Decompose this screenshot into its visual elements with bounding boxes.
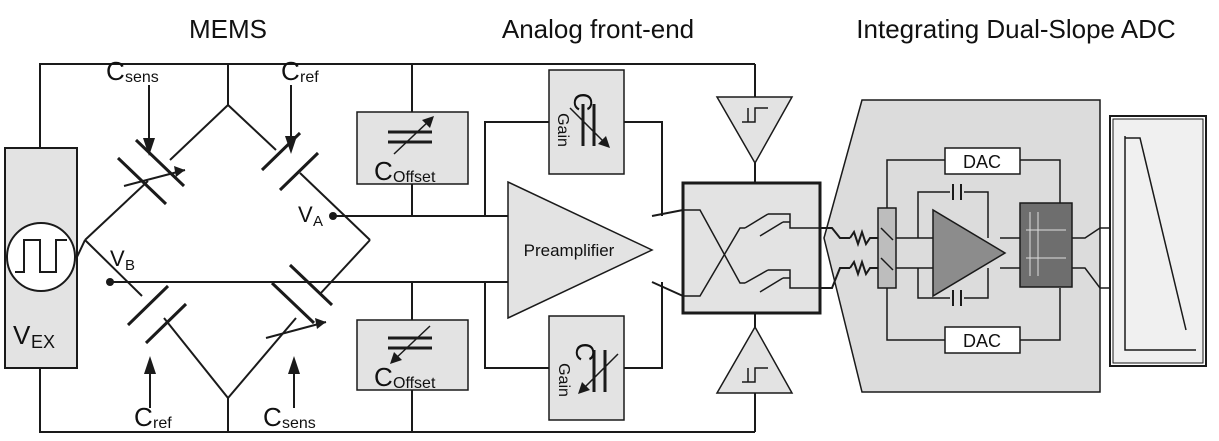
cap-label-cref-top: C ref <box>281 56 319 86</box>
svg-text:Gain: Gain <box>555 363 572 397</box>
gain-capacitor-bottom: C Gain <box>548 315 625 421</box>
gain-capacitor-top: C Gain <box>548 69 625 175</box>
svg-text:C: C <box>374 362 393 392</box>
integrator-amplifier <box>932 208 1007 298</box>
gain-feedback-wires <box>484 121 663 369</box>
svg-text:Gain: Gain <box>554 113 571 147</box>
input-resistors <box>820 227 878 289</box>
sensor-bridge <box>84 104 371 399</box>
chopper-switch-block <box>681 181 822 315</box>
svg-text:DAC: DAC <box>963 331 1001 351</box>
svg-text:V: V <box>110 246 125 271</box>
adc-input-switch <box>877 207 897 289</box>
schmitt-buffer-bottom <box>715 313 794 394</box>
offset-capacitor-bottom: C Offset <box>356 319 469 392</box>
svg-text:EX: EX <box>31 332 55 352</box>
svg-text:B: B <box>125 257 135 274</box>
schmitt-buffer-top <box>715 96 794 183</box>
svg-text:V: V <box>298 202 313 227</box>
svg-text:C: C <box>281 56 300 86</box>
svg-text:C: C <box>134 402 153 432</box>
svg-text:C: C <box>568 93 598 112</box>
svg-text:C: C <box>106 56 125 86</box>
svg-text:C: C <box>570 343 600 362</box>
frame-wires <box>39 63 756 433</box>
section-title-mems: MEMS <box>189 14 267 44</box>
adc-wiring <box>886 159 1110 341</box>
svg-text:sens: sens <box>125 69 159 86</box>
cap-label-cref-bottom: C ref <box>134 402 172 432</box>
node-label-va: V A <box>298 202 323 230</box>
svg-text:Offset: Offset <box>393 169 436 186</box>
preamp-outputs <box>651 209 684 297</box>
svg-text:DAC: DAC <box>963 152 1001 172</box>
svg-text:A: A <box>313 213 323 230</box>
offset-capacitor-top: C Offset <box>356 111 469 186</box>
ramp-waveform-icon <box>1125 137 1187 331</box>
comparator-block <box>1019 202 1073 288</box>
svg-text:V: V <box>13 320 31 350</box>
cap-label-csens-top: C sens <box>106 56 159 86</box>
node-label-vb: V B <box>110 246 135 274</box>
section-title-adc: Integrating Dual-Slope ADC <box>856 14 1175 44</box>
svg-text:sens: sens <box>282 415 316 432</box>
svg-text:C: C <box>374 156 393 186</box>
output-waveform-display <box>1109 115 1207 367</box>
svg-text:ref: ref <box>300 69 319 86</box>
dac-bottom: DAC <box>944 326 1021 354</box>
integrator-capacitors <box>952 184 962 306</box>
svg-text:C: C <box>263 402 282 432</box>
signal-lines <box>106 184 508 320</box>
stimulus-arrows <box>143 85 300 408</box>
section-title-afe: Analog front-end <box>502 14 694 44</box>
preamplifier: Preamplifier <box>507 180 654 320</box>
svg-text:Offset: Offset <box>393 375 436 392</box>
svg-text:ref: ref <box>153 415 172 432</box>
cap-label-csens-bottom: C sens <box>263 402 316 432</box>
excitation-source: V EX <box>4 147 78 369</box>
bridge-capacitors <box>116 131 334 345</box>
svg-text:Preamplifier: Preamplifier <box>524 241 615 260</box>
dac-top: DAC <box>944 147 1021 175</box>
